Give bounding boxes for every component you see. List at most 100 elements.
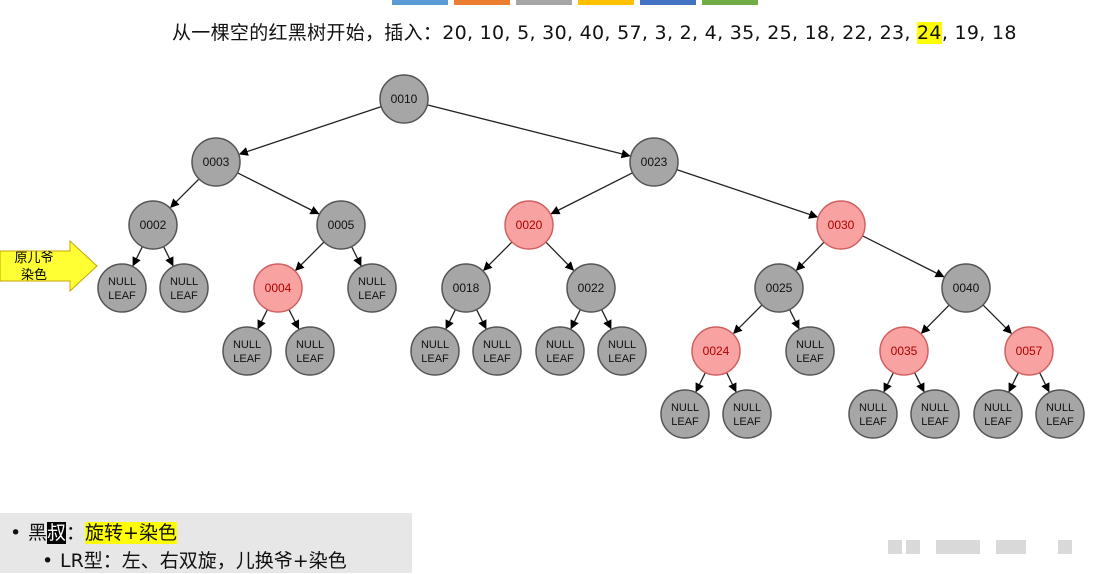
node-circle [472, 326, 522, 376]
null-leaf-label: LEAF [546, 353, 574, 365]
node-circle [159, 263, 209, 313]
callout-label-line1: 原儿爷 [14, 251, 53, 266]
insert-sequence-title: 从一棵空的红黑树开始，插入：20, 10, 5, 30, 40, 57, 3, … [172, 18, 1017, 45]
null-leaf-label: NULL [421, 339, 449, 351]
null-leaf-label: NULL [483, 339, 511, 351]
node-circle [660, 389, 710, 439]
node-circle [1004, 326, 1054, 376]
tree-node-0010: 0010 [379, 74, 429, 124]
tree-edge [483, 241, 513, 271]
node-circle [597, 326, 647, 376]
node-label: 0010 [391, 92, 418, 106]
top-color-strip [392, 0, 758, 5]
null-leaf-label: LEAF [671, 416, 699, 428]
tree-edge [288, 309, 300, 330]
node-label: 0003 [203, 155, 230, 169]
node-circle [973, 389, 1023, 439]
rule1-inverted: 叔 [47, 522, 67, 544]
null-leaf-label: NULL [921, 402, 949, 414]
watermark [888, 540, 1072, 554]
node-circle [910, 389, 960, 439]
node-circle [128, 200, 178, 250]
watermark-block [888, 540, 902, 554]
strip-segment [702, 0, 758, 5]
node-circle [97, 263, 147, 313]
null-leaf-label: NULL [546, 339, 574, 351]
tree-node-0003: 0003 [191, 137, 241, 187]
null-leaf-label: LEAF [108, 290, 136, 302]
node-circle [347, 263, 397, 313]
tree-node-0040: 0040 [941, 263, 991, 313]
strip-segment [640, 0, 696, 5]
node-label: 0035 [891, 344, 918, 358]
tree-edge [862, 235, 945, 278]
watermark-block [906, 540, 920, 554]
null-leaf-label: NULL [733, 402, 761, 414]
tree-edge [445, 309, 456, 330]
node-circle [253, 263, 303, 313]
null-leaf-label: LEAF [984, 416, 1012, 428]
rule-box [0, 513, 412, 573]
sequence-before: 20, 10, 5, 30, 40, 57, 3, 2, 4, 35, 25, … [442, 22, 918, 44]
null-leaf-label: NULL [671, 402, 699, 414]
node-circle [504, 200, 554, 250]
watermark-block [1058, 540, 1072, 554]
watermark-block [996, 540, 1026, 554]
bullet-dot: • [42, 550, 54, 572]
null-leaf-label: LEAF [1046, 416, 1074, 428]
tree-node-0035: 0035 [879, 326, 929, 376]
node-circle [816, 200, 866, 250]
bullet-dot: • [10, 522, 22, 544]
callout-label-line2: 染色 [21, 267, 47, 283]
null-leaf-label: NULL [358, 276, 386, 288]
tree-edge [295, 241, 325, 271]
highlighted-value: 24 [917, 22, 942, 44]
tree-edge [1039, 372, 1050, 393]
node-label: 0005 [328, 218, 355, 232]
node-circle [1035, 389, 1085, 439]
tree-edge [545, 241, 575, 271]
tree-node-0025: 0025 [754, 263, 804, 313]
node-label: 0025 [766, 281, 793, 295]
tree-edge [427, 104, 631, 159]
null-leaf-label: NULL [608, 339, 636, 351]
node-circle [754, 263, 804, 313]
tree-edge [914, 372, 925, 393]
node-circle [316, 200, 366, 250]
title-prefix: 从一棵空的红黑树开始，插入： [172, 22, 443, 44]
null-leaf-label: LEAF [796, 353, 824, 365]
rule-bullet-black-uncle: •黑叔：旋转+染色 [10, 518, 177, 545]
null-leaf-label: NULL [233, 339, 261, 351]
node-circle [566, 263, 616, 313]
tree-edge [920, 304, 950, 334]
rule1-action: 旋转+染色 [85, 522, 177, 544]
tree-edge [237, 172, 320, 215]
tree-node-0022: 0022 [566, 263, 616, 313]
tree-edge [257, 309, 268, 330]
node-circle [722, 389, 772, 439]
node-label: 0018 [453, 281, 480, 295]
null-leaf-label: LEAF [921, 416, 949, 428]
tree-edge [676, 169, 819, 219]
tree-node-0030: 0030 [816, 200, 866, 250]
node-circle [629, 137, 679, 187]
node-label: 0023 [641, 155, 668, 169]
strip-segment [392, 0, 448, 5]
tree-edge [570, 309, 581, 330]
node-circle [191, 137, 241, 187]
node-circle [879, 326, 929, 376]
tree-edge [883, 372, 894, 393]
tree-edge [695, 372, 706, 393]
tree-edge [733, 304, 763, 334]
